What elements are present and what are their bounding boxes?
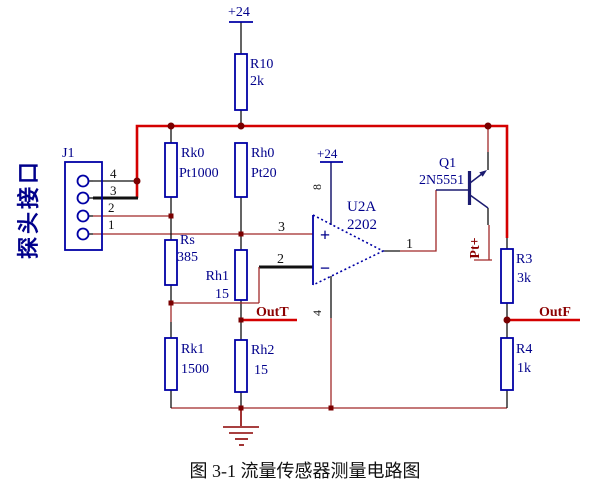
pin4-circle <box>76 174 90 188</box>
pin1-number: 1 <box>108 217 115 232</box>
resistor-rk0-value: Pt1000 <box>179 166 219 181</box>
opamp-pin1-number: 1 <box>406 237 413 252</box>
resistor-rh1-value: 15 <box>215 287 229 302</box>
pin3-circle <box>76 191 90 205</box>
opamp-pin8-number: 8 <box>310 184 324 190</box>
top-power-label: +24 <box>228 5 250 20</box>
opamp-plus-sign: + <box>320 225 330 245</box>
net-label-ptplus: Pt+ <box>468 237 483 258</box>
junction-dot <box>503 316 511 324</box>
resistor-rs: Rs 385 <box>164 233 198 286</box>
resistor-r3-ref: R3 <box>516 252 532 267</box>
resistor-rk1-body <box>164 337 178 391</box>
junction-square <box>168 213 174 219</box>
opamp-pin2-number: 2 <box>277 252 284 267</box>
opamp-minus-sign: − <box>320 258 330 278</box>
connector-body <box>64 161 103 251</box>
transistor-part: 2N5551 <box>419 173 464 188</box>
opamp-ref: U2A <box>347 199 376 215</box>
pin2-circle <box>76 209 90 223</box>
resistor-rs-ref: Rs <box>180 233 195 248</box>
connector-j1: J1 4 3 2 1 <box>62 146 117 251</box>
resistor-rh1-ref: Rh1 <box>206 269 229 284</box>
junction-dot <box>237 122 245 130</box>
resistor-rk1: Rk1 1500 <box>164 337 209 391</box>
output-to-base-wire <box>400 190 437 252</box>
resistor-rh0-ref: Rh0 <box>251 146 274 161</box>
opamp-power-label: +24 <box>317 146 338 161</box>
resistor-rh2-value: 15 <box>254 363 268 378</box>
resistor-r4-ref: R4 <box>516 342 532 357</box>
ground-symbol <box>223 408 259 446</box>
resistor-rk1-ref: Rk1 <box>181 342 204 357</box>
junction-dots <box>133 122 511 411</box>
resistor-rh1-body <box>234 249 248 301</box>
q1-arrow <box>479 170 487 177</box>
resistor-rh0-body <box>234 142 248 198</box>
resistor-rh1: Rh1 15 <box>206 249 248 302</box>
junction-dot <box>484 122 492 130</box>
resistor-r4-value: 1k <box>517 361 531 376</box>
junction-square <box>238 317 244 323</box>
figure-caption: 图 3-1 流量传感器测量电路图 <box>190 461 421 481</box>
resistor-r3-value: 3k <box>517 271 531 286</box>
resistor-rs-body <box>164 239 178 286</box>
power-rail-red-wire <box>135 124 509 238</box>
transistor-ref: Q1 <box>439 156 456 171</box>
resistor-rs-value: 385 <box>177 250 198 265</box>
power-symbol-top: +24 <box>228 5 253 54</box>
probe-port-label: 探头接口 <box>16 159 41 259</box>
net-label-outf: OutF <box>539 305 571 320</box>
opamp-part: 2202 <box>347 217 377 233</box>
pin1-circle <box>76 227 90 241</box>
power-symbol-opamp: +24 <box>317 146 343 163</box>
resistor-r4: R4 1k <box>500 337 532 391</box>
resistor-rh0-value: Pt20 <box>251 166 277 181</box>
resistor-r10-value: 2k <box>250 74 264 89</box>
resistor-r10: R10 2k <box>234 53 273 111</box>
opamp-triangle-edges <box>312 214 385 286</box>
resistor-rk0: Rk0 Pt1000 <box>164 142 219 198</box>
resistor-rk0-ref: Rk0 <box>181 146 204 161</box>
pin2-number: 2 <box>108 200 115 215</box>
junction-square <box>328 405 334 411</box>
pin3-number: 3 <box>110 183 117 198</box>
junction-square <box>168 300 174 306</box>
resistor-rh0: Rh0 Pt20 <box>234 142 277 198</box>
net-label-outt: OutT <box>256 305 289 320</box>
transistor-q1: Q1 2N5551 <box>419 156 489 209</box>
opamp-pin3-number: 3 <box>278 220 285 235</box>
pin4-number: 4 <box>110 166 117 181</box>
resistor-rk0-body <box>164 142 178 198</box>
connector-ref: J1 <box>62 146 74 161</box>
resistor-rk1-value: 1500 <box>181 362 209 377</box>
opamp-u2a: + − U2A 2202 3 2 1 8 4 <box>277 184 413 316</box>
resistor-rh2-body <box>234 339 248 393</box>
junction-square <box>238 405 244 411</box>
junction-dot <box>167 122 175 130</box>
power-rail-wire <box>135 124 509 238</box>
resistor-r10-ref: R10 <box>250 57 273 72</box>
resistor-r3: R3 3k <box>500 248 532 304</box>
resistor-r10-body <box>234 53 248 111</box>
junction-square <box>238 231 244 237</box>
q1-emitter-diagonal <box>469 194 489 209</box>
opamp-pin4-number: 4 <box>310 310 324 316</box>
resistor-r3-body <box>500 248 514 304</box>
resistor-rh2: Rh2 15 <box>234 339 274 393</box>
resistor-rh2-ref: Rh2 <box>251 343 274 358</box>
resistor-r4-body <box>500 337 514 391</box>
junction-dot <box>133 177 141 185</box>
